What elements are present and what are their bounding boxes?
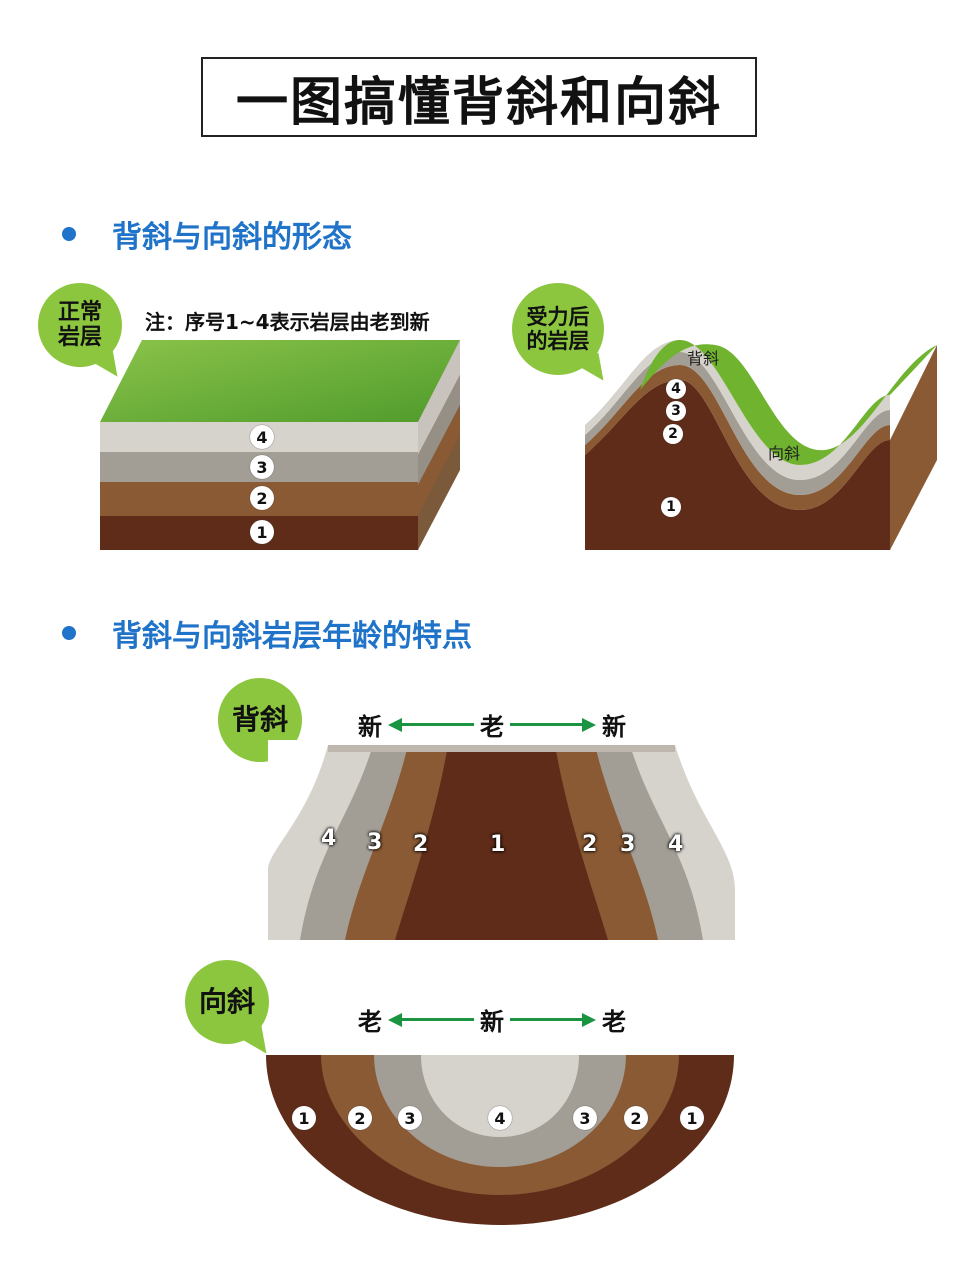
folded-layer-number-3: 3 [666,401,686,421]
legend-note: 注：序号1~4表示岩层由老到新 [145,310,430,334]
section-heading-text: 背斜与向斜岩层年龄的特点 [112,619,472,654]
anticline-right-label: 新 [602,713,626,741]
syncline-number: 3 [573,1106,597,1130]
anticline-number: 3 [367,830,383,855]
anticline-center-label: 老 [480,713,504,741]
arrow-right-icon [510,1012,596,1027]
folded-layer-number-4: 4 [666,379,686,399]
anticline-number: 1 [490,832,506,857]
layer-number-3: 3 [250,455,274,479]
section-heading-shapes: 背斜与向斜的形态 [62,212,352,256]
bullet-dot-icon [62,227,76,241]
syncline-number: 4 [488,1106,512,1130]
folded-layer-number-1: 1 [661,497,681,517]
page-title: 一图搞懂背斜和向斜 [201,57,757,137]
syncline-right-label: 老 [602,1008,626,1036]
anticline-number: 3 [620,832,636,857]
syncline-number: 2 [624,1106,648,1130]
syncline-center-label: 新 [480,1008,504,1036]
bubble-folded-strata-text: 受力后的岩层 [512,283,604,375]
section-heading-text: 背斜与向斜的形态 [112,220,352,255]
syncline-number: 1 [292,1106,316,1130]
anticline-number: 4 [668,832,684,857]
anticline-surface-label: 背斜 [687,349,720,368]
bubble-normal-strata-text: 正常岩层 [38,283,122,367]
folded-strata-block [585,340,937,550]
section-heading-age: 背斜与向斜岩层年龄的特点 [62,611,472,655]
bullet-dot-icon [62,626,76,640]
folded-layer-number-2: 2 [663,424,683,444]
syncline-number: 1 [680,1106,704,1130]
anticline-number: 4 [321,826,337,851]
syncline-number: 3 [398,1106,422,1130]
syncline-age-arrows: 老 新 老 [358,1002,626,1037]
arrow-left-icon [388,1012,474,1027]
normal-strata-block [100,340,460,550]
anticline-number: 2 [413,832,429,857]
layer-number-1: 1 [250,520,274,544]
syncline-left-label: 老 [358,1008,382,1036]
arrow-right-icon [510,717,596,732]
layer-number-2: 2 [250,486,274,510]
anticline-left-label: 新 [358,713,382,741]
anticline-cross-section [268,740,735,940]
syncline-number: 2 [348,1106,372,1130]
anticline-number: 2 [582,832,598,857]
layer-number-4: 4 [250,425,274,449]
anticline-age-arrows: 新 老 新 [358,707,626,742]
syncline-cross-section [266,1055,734,1225]
bubble-syncline-text: 向斜 [185,960,269,1044]
arrow-left-icon [388,717,474,732]
syncline-surface-label: 向斜 [768,444,801,463]
bubble-anticline-text: 背斜 [218,678,302,762]
